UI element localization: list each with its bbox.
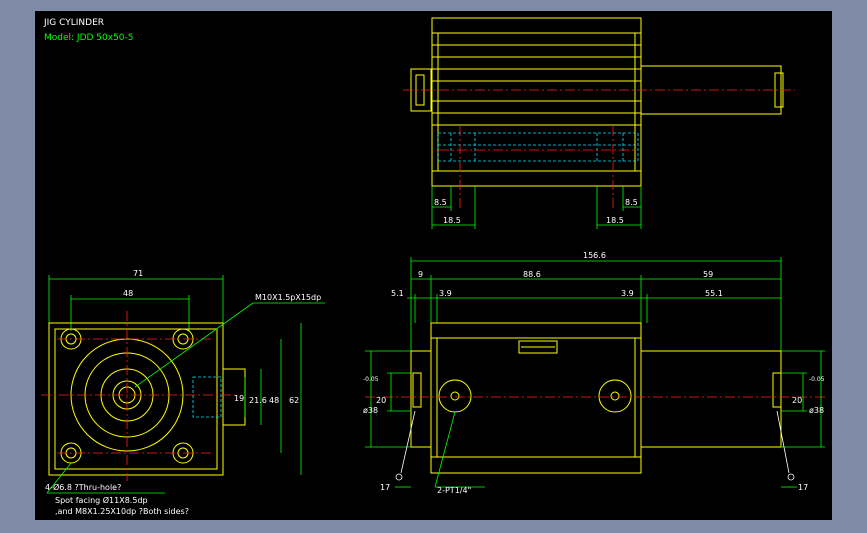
port-left [438,379,472,413]
dim-5-1: 5.1 [391,289,404,298]
front-view-body [430,322,642,474]
title-line-1: JIG CYLINDER [43,18,104,28]
title-line-2: Model: JDD 50x50-5 [44,33,134,43]
dim-right-20: 20 [792,396,802,405]
drawing-canvas[interactable]: JIG CYLINDER Model: JDD 50x50-5 [35,11,832,520]
dim-right-38: ø38 [809,406,824,415]
dim-total-length: 156.6 [583,251,606,260]
front-rod-end [640,350,782,448]
dim-side-48-v: 48 [269,396,279,405]
hole-note-1: 4-Ø6.8 ?Thru-hole? [45,482,121,492]
dim-right-17: 17 [798,483,808,492]
front-left-cap [410,350,432,448]
dim-left-20: 20 [376,396,386,405]
dim-side-19: 19 [234,394,244,403]
dim-top-right-hole: 8.5 [625,198,638,207]
dim-3-9-left: 3.9 [439,289,452,298]
dim-3-9-right: 3.9 [621,289,634,298]
dim-left-38: ø38 [363,406,378,415]
dim-side-48: 48 [123,289,133,298]
top-view: 8.5 18.5 8.5 18.5 [403,17,795,229]
front-view: 156.6 9 88.6 59 5.1 3.9 3.9 55.1 [363,251,825,495]
dim-side-21-6: 21.6 [249,396,267,405]
port-note: 2-PT1/4" [437,486,471,495]
dim-left-17: 17 [380,483,390,492]
side-view: 71 48 19 21.6 48 62 M10X1.5pX15dp [41,269,325,516]
hole-note-3: ,and M8X1.25X10dp ?Both sides? [55,507,189,516]
cad-drawing: JIG CYLINDER Model: JDD 50x50-5 [41,17,825,516]
dim-left-tol: -0.05 [363,376,379,383]
dim-top-left-width: 18.5 [443,216,461,225]
dim-88-6: 88.6 [523,270,541,279]
dim-9: 9 [418,270,423,279]
dim-top-left-hole: 8.5 [434,198,447,207]
dim-right-tol: -0.05 [809,376,825,383]
nameplate [518,340,558,354]
dim-side-71: 71 [133,269,143,278]
dim-top-right-width: 18.5 [606,216,624,225]
side-view-body [48,322,224,476]
port-right [598,379,632,413]
dim-side-62: 62 [289,396,299,405]
thread-note: M10X1.5pX15dp [255,293,321,302]
hole-note-2: Spot facing Ø11X8.5dp [55,495,148,505]
dim-55-1: 55.1 [705,289,723,298]
dim-59: 59 [703,270,713,279]
